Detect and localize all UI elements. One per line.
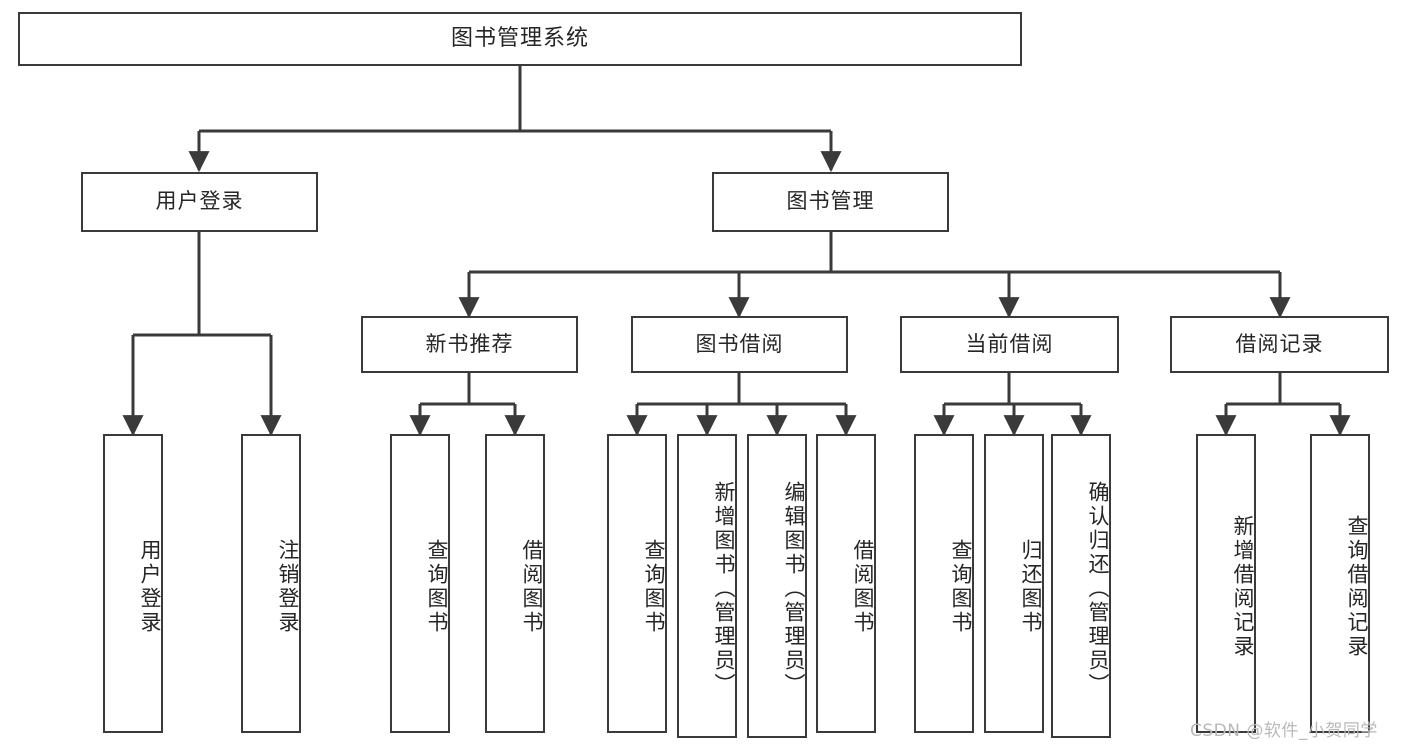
node-book-management[interactable]: 图书管理 [712,172,949,232]
leaf-user-login[interactable]: 用户登录 [103,434,163,733]
leaf-add-borrow-record[interactable]: 新增借阅记录 [1196,434,1256,733]
leaf-label: 注销登录 [276,538,300,635]
leaf-label: 新增图书（管理员） [712,481,736,697]
leaf-label: 查询借阅记录 [1345,514,1369,659]
node-new-book-recommend[interactable]: 新书推荐 [361,316,578,373]
leaf-borrow-book-borrow[interactable]: 借阅图书 [816,434,876,733]
leaf-label: 新增借阅记录 [1231,514,1255,659]
leaf-label: 确认归还（管理员） [1086,481,1110,697]
leaf-label: 借阅图书 [851,538,875,635]
leaf-label: 用户登录 [138,538,162,635]
leaf-query-book-borrow[interactable]: 查询图书 [607,434,667,733]
leaf-borrow-book-recommend[interactable]: 借阅图书 [485,434,545,733]
leaf-query-borrow-record[interactable]: 查询借阅记录 [1310,434,1370,733]
leaf-label: 查询图书 [949,538,973,635]
node-user-login[interactable]: 用户登录 [81,172,318,232]
leaf-label: 查询图书 [642,538,666,635]
node-book-borrow[interactable]: 图书借阅 [631,316,848,373]
node-borrow-record[interactable]: 借阅记录 [1170,316,1389,373]
leaf-return-book[interactable]: 归还图书 [984,434,1044,733]
csdn-watermark: CSDN @软件_小贺同学 [1190,721,1378,741]
leaf-edit-book-admin[interactable]: 编辑图书（管理员） [747,434,807,738]
leaf-confirm-return-admin[interactable]: 确认归还（管理员） [1051,434,1111,738]
node-root-book-management-system[interactable]: 图书管理系统 [18,12,1022,66]
leaf-query-book-recommend[interactable]: 查询图书 [390,434,450,733]
node-current-borrow[interactable]: 当前借阅 [900,316,1119,373]
leaf-label: 借阅图书 [520,538,544,635]
leaf-label: 编辑图书（管理员） [782,481,806,697]
leaf-query-book-current[interactable]: 查询图书 [914,434,974,733]
leaf-label: 查询图书 [425,538,449,635]
leaf-label: 归还图书 [1019,538,1043,635]
leaf-add-book-admin[interactable]: 新增图书（管理员） [677,434,737,738]
leaf-user-logout[interactable]: 注销登录 [241,434,301,733]
